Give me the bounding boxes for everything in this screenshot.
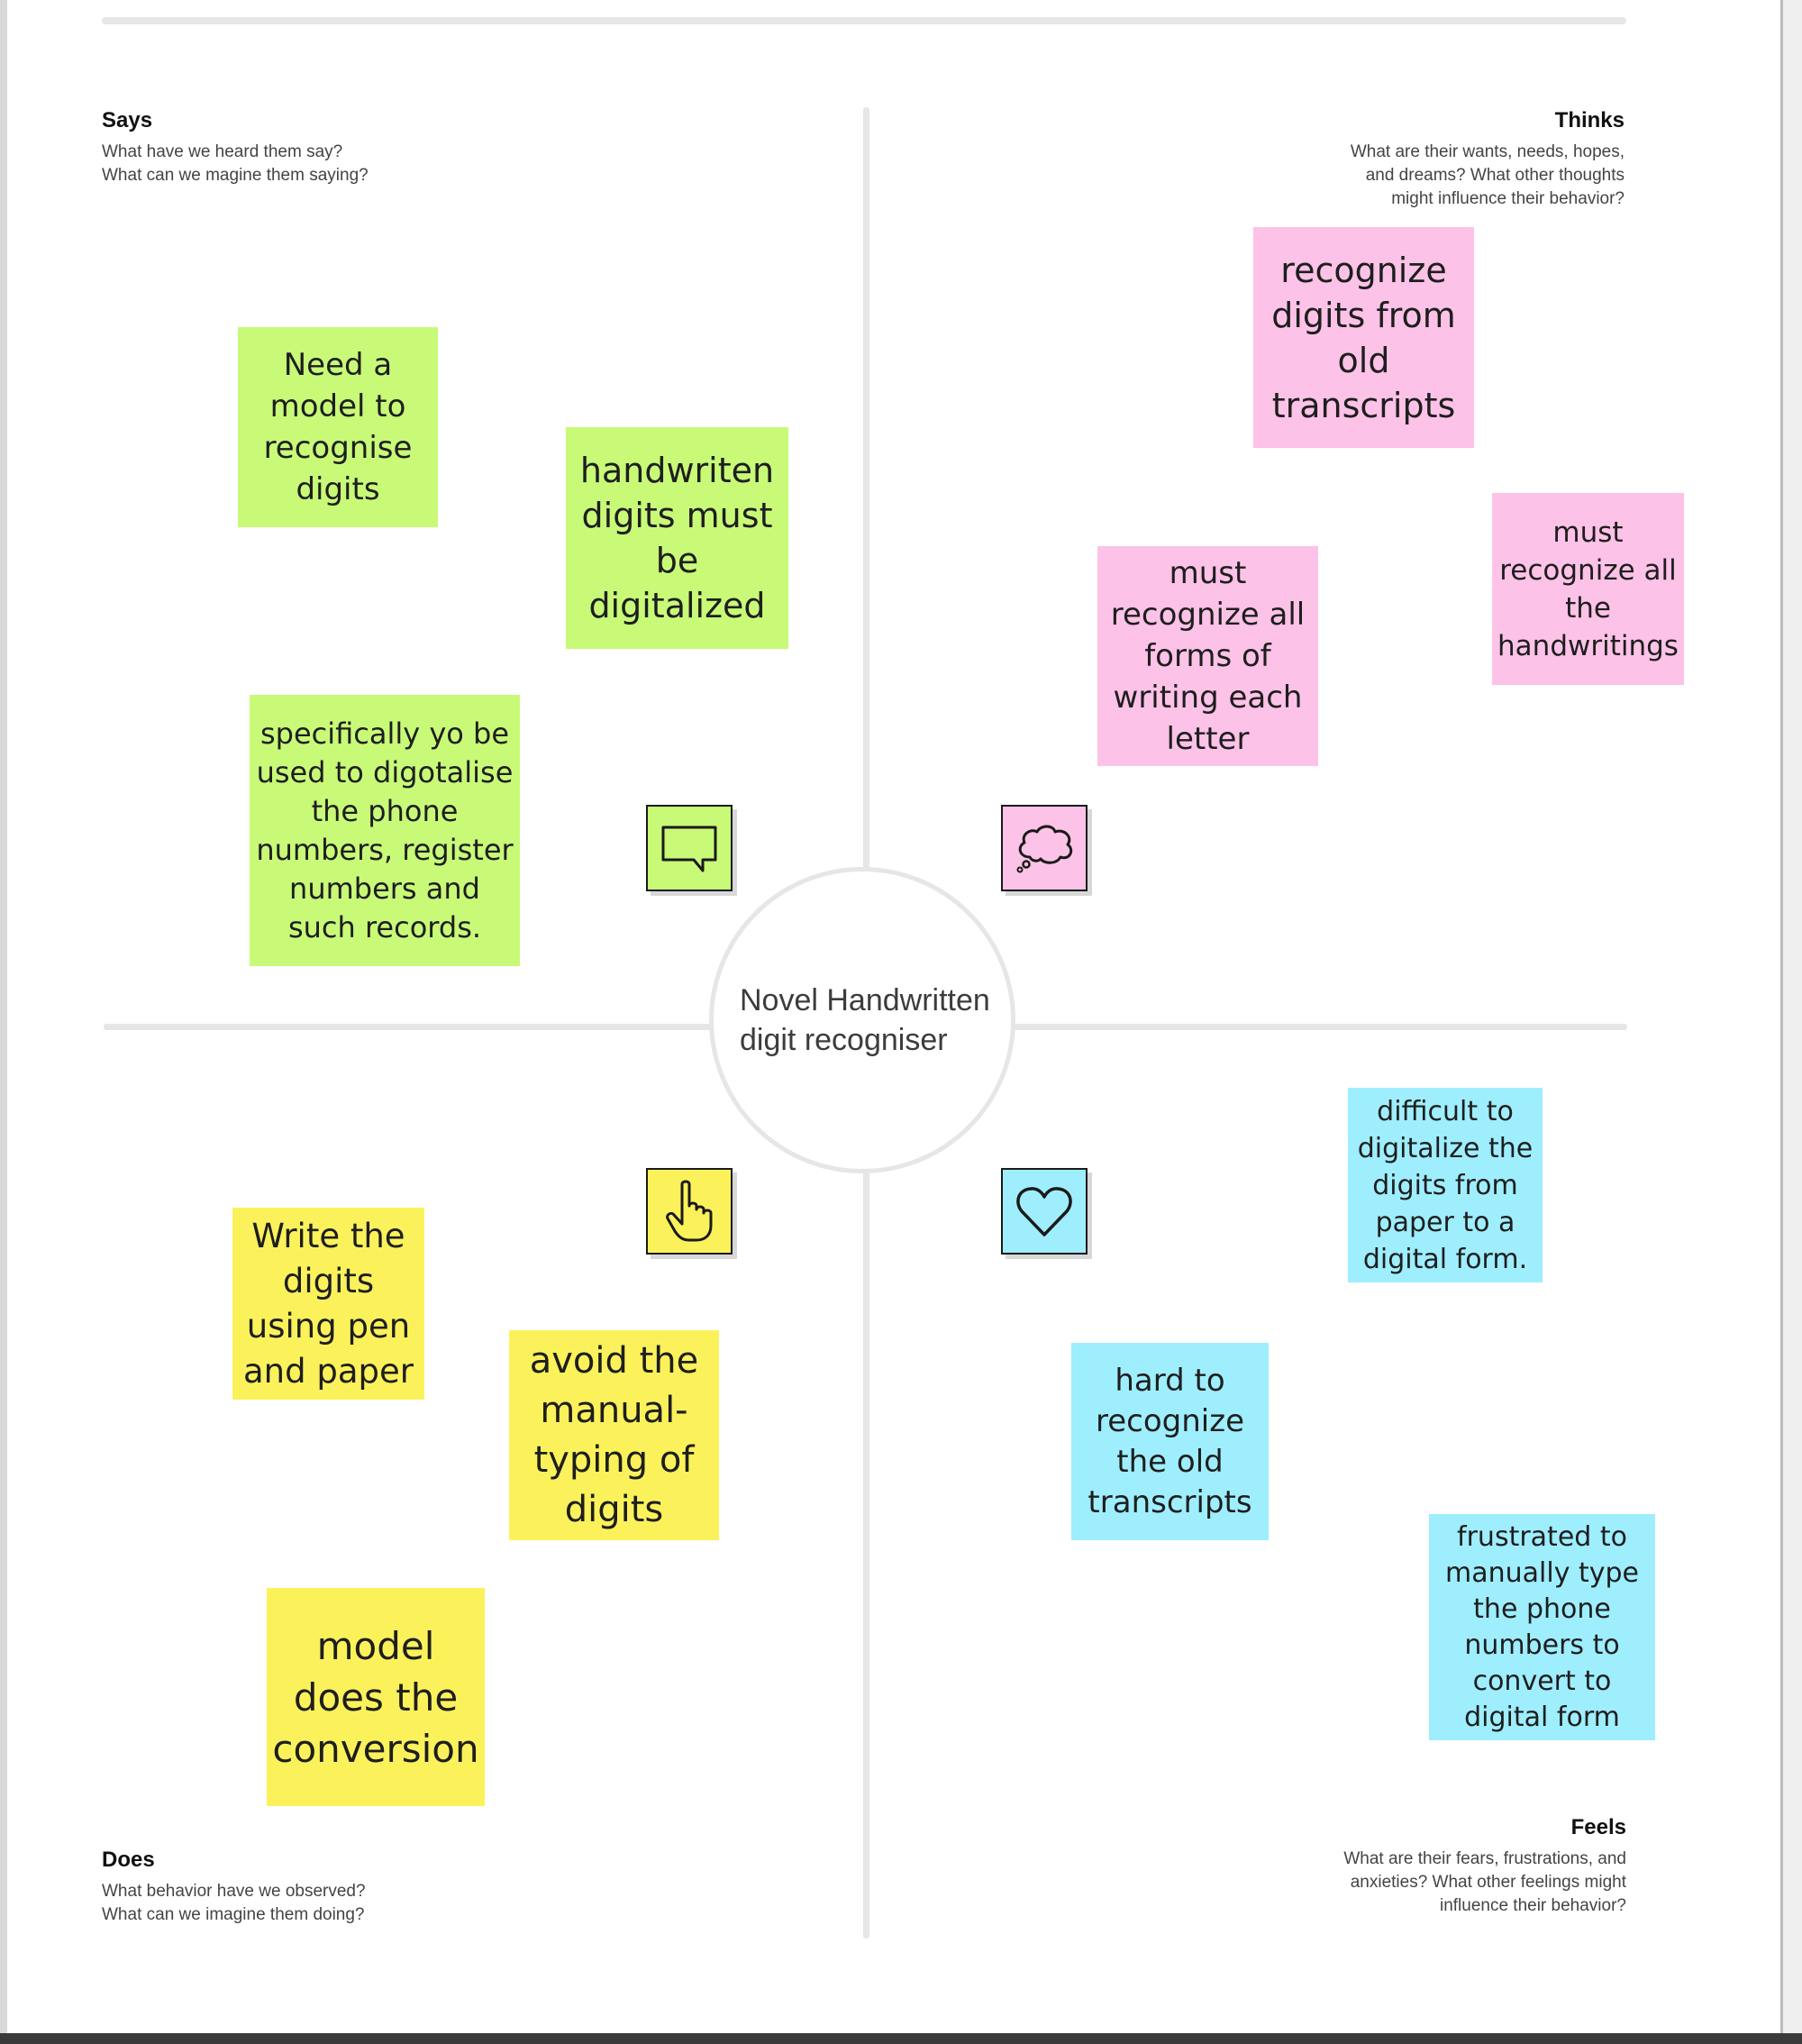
sticky-note-text: handwriten digits must be digitalized [579,451,775,625]
quadrant-thinks-label: Thinks What are their wants, needs, hope… [1171,108,1625,211]
pointing-hand-icon [646,1168,733,1255]
sticky-note[interactable]: difficult to digitalize the digits from … [1348,1088,1543,1282]
sticky-note-text: frustrated to manually type the phone nu… [1445,1520,1639,1733]
quadrant-does-label: Does What behavior have we observed? Wha… [102,1848,642,1927]
sticky-note-text: Need a model to recognise digits [263,347,413,507]
quadrant-title: Feels [1570,1815,1626,1839]
thought-cloud-icon [1001,805,1088,891]
sticky-note-text: hard to recognize the old transcripts [1088,1362,1252,1520]
sticky-note[interactable]: must recognize all forms of writing each… [1097,546,1318,766]
quadrant-title: Says [102,108,153,132]
sticky-note-text: must recognize all forms of writing each… [1110,555,1306,757]
center-topic-title: Novel Handwritten digit recogniser [740,983,990,1057]
sticky-note[interactable]: recognize digits from old transcripts [1253,227,1474,448]
quadrant-description-line: might influence their behavior? [1391,189,1625,208]
sticky-note-text: difficult to digitalize the digits from … [1357,1095,1534,1275]
sticky-note[interactable]: avoid the manual-typing of digits [509,1330,719,1540]
quadrant-description-line: anxieties? What other feelings might [1350,1873,1626,1892]
quadrant-feels-label: Feels What are their fears, frustrations… [1171,1815,1626,1918]
sticky-note[interactable]: frustrated to manually type the phone nu… [1429,1514,1655,1740]
vertical-scrollbar[interactable] [1780,0,1802,2033]
quadrant-says-label: Says What have we heard them say? What c… [102,108,642,187]
quadrant-description-line: and dreams? What other thoughts [1365,166,1625,185]
sticky-note[interactable]: hard to recognize the old transcripts [1071,1343,1269,1540]
quadrant-description-line: What are their wants, needs, hopes, [1350,142,1625,161]
speech-bubble-icon [646,805,733,891]
sticky-note-text: avoid the manual-typing of digits [529,1339,699,1530]
center-topic-circle: Novel Handwritten digit recogniser [709,867,1015,1173]
sticky-note[interactable]: Need a model to recognise digits [238,327,438,527]
quadrant-description-line: What have we heard them say? [102,142,343,161]
top-divider [102,17,1626,24]
window-left-edge [0,0,7,2033]
sticky-note[interactable]: model does the conversion [267,1588,485,1806]
quadrant-title: Does [102,1848,155,1872]
quadrant-description-line: What can we imagine them doing? [102,1905,365,1924]
sticky-note[interactable]: specifically yo be used to digotalise th… [250,695,520,966]
sticky-note-text: model does the conversion [272,1623,479,1771]
sticky-note-text: recognize digits from old transcripts [1271,250,1456,425]
sticky-note[interactable]: must recognize all the handwritings [1492,493,1684,685]
sticky-note-text: specifically yo be used to digotalise th… [256,716,514,944]
quadrant-description-line: What are their fears, frustrations, and [1343,1849,1626,1868]
window-bottom-edge [0,2033,1802,2044]
sticky-note-text: Write the digits using pen and paper [243,1216,414,1391]
sticky-note[interactable]: handwriten digits must be digitalized [566,427,788,649]
heart-icon [1001,1168,1088,1255]
quadrant-description-line: What behavior have we observed? [102,1882,366,1901]
sticky-note[interactable]: Write the digits using pen and paper [232,1208,424,1400]
sticky-note-text: must recognize all the handwritings [1497,516,1679,662]
quadrant-description-line: influence their behavior? [1439,1896,1626,1915]
quadrant-title: Thinks [1554,108,1625,132]
quadrant-description-line: What can we magine them saying? [102,166,369,185]
